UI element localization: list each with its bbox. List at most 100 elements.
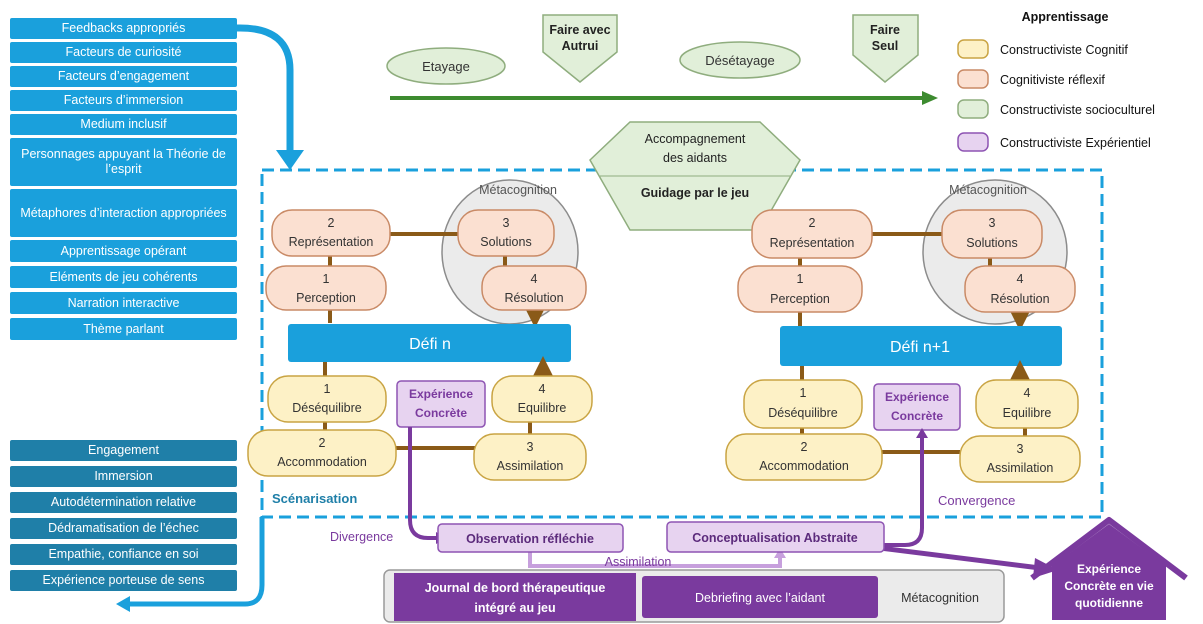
observation-box bbox=[437, 523, 624, 553]
convergence-flow bbox=[880, 434, 924, 547]
svg-text:Perception: Perception bbox=[770, 292, 830, 306]
design-factor-item: Thème parlant bbox=[10, 318, 237, 340]
svg-text:Résolution: Résolution bbox=[990, 292, 1049, 306]
legend-swatch-1 bbox=[957, 39, 989, 59]
return-loop-arrow bbox=[130, 517, 265, 607]
desetayage-ellipse bbox=[679, 41, 801, 79]
accommodation-node-left bbox=[247, 429, 397, 477]
svg-text:1: 1 bbox=[324, 382, 331, 396]
legend-swatch-2 bbox=[957, 69, 989, 89]
outcome-item: Expérience porteuse de sens bbox=[10, 570, 237, 591]
svg-text:des aidants: des aidants bbox=[663, 151, 727, 165]
scenarisation-label: Scénarisation bbox=[272, 491, 357, 506]
svg-text:Constructiviste Expérientiel: Constructiviste Expérientiel bbox=[1000, 136, 1151, 150]
solutions-node-left bbox=[457, 209, 555, 257]
svg-text:Conceptualisation Abstraite: Conceptualisation Abstraite bbox=[692, 531, 858, 545]
svg-text:Déséquilibre: Déséquilibre bbox=[292, 401, 362, 415]
svg-text:Faire: Faire bbox=[870, 23, 900, 37]
legend-swatch-3 bbox=[957, 99, 989, 119]
legend-items: Constructiviste Cognitif Cognitiviste ré… bbox=[957, 39, 1155, 152]
design-factor-item: Métaphores d’interaction appropriées bbox=[10, 189, 237, 237]
representation-node-right bbox=[751, 209, 873, 259]
solutions-node-right bbox=[941, 209, 1043, 259]
outcome-item: Autodétermination relative bbox=[10, 492, 237, 513]
svg-text:Solutions: Solutions bbox=[480, 235, 531, 249]
etayage-ellipse bbox=[386, 47, 506, 85]
svg-text:4: 4 bbox=[1024, 386, 1031, 400]
svg-text:Assimilation: Assimilation bbox=[497, 459, 564, 473]
perception-node-right bbox=[737, 265, 863, 313]
legend-title: Apprentissage bbox=[1022, 10, 1109, 24]
svg-text:Métacognition: Métacognition bbox=[479, 183, 557, 197]
svg-text:Solutions: Solutions bbox=[966, 236, 1017, 250]
svg-text:Seul: Seul bbox=[872, 39, 898, 53]
svg-text:Assimilation: Assimilation bbox=[987, 461, 1054, 475]
svg-text:3: 3 bbox=[1017, 442, 1024, 456]
feedback-loop-arrow bbox=[232, 24, 294, 152]
divergence-label: Divergence bbox=[330, 530, 393, 544]
svg-text:1: 1 bbox=[797, 272, 804, 286]
design-factor-item: Facteurs d’immersion bbox=[10, 90, 237, 111]
design-factor-item: Feedbacks appropriés bbox=[10, 18, 237, 39]
resolution-node-right bbox=[964, 265, 1076, 313]
svg-text:Debriefing avec l’aidant: Debriefing avec l’aidant bbox=[695, 591, 825, 605]
daily-life-flow bbox=[879, 545, 1041, 571]
svg-text:Concrète: Concrète bbox=[891, 409, 943, 423]
svg-text:Constructiviste socioculturel: Constructiviste socioculturel bbox=[1000, 103, 1155, 117]
divergence-flow bbox=[408, 427, 440, 540]
svg-text:Métacognition: Métacognition bbox=[901, 591, 979, 605]
design-factor-item: Facteurs d’engagement bbox=[10, 66, 237, 87]
svg-text:1: 1 bbox=[800, 386, 807, 400]
resolution-node-left bbox=[481, 265, 587, 311]
svg-text:3: 3 bbox=[527, 440, 534, 454]
etayage-label: Etayage bbox=[422, 59, 470, 74]
svg-text:Concrète en vie: Concrète en vie bbox=[1064, 579, 1154, 593]
desequilibre-node-left bbox=[267, 375, 387, 423]
journal-box bbox=[394, 573, 636, 621]
svg-text:2: 2 bbox=[319, 436, 326, 450]
design-factor-item: Personnages appuyant la Théorie de l’esp… bbox=[10, 138, 237, 186]
challenge-bar-left bbox=[288, 324, 571, 362]
design-factor-item: Eléments de jeu cohérents bbox=[10, 266, 237, 288]
svg-text:Cognitiviste réflexif: Cognitiviste réflexif bbox=[1000, 73, 1105, 87]
design-factor-item: Facteurs de curiosité bbox=[10, 42, 237, 63]
perception-node-left bbox=[265, 265, 387, 311]
svg-text:Représentation: Représentation bbox=[770, 236, 855, 250]
debriefing-box bbox=[642, 576, 878, 618]
svg-text:Autrui: Autrui bbox=[562, 39, 599, 53]
desetayage-label: Désétayage bbox=[705, 53, 774, 68]
challenge-bar-right bbox=[780, 326, 1062, 366]
svg-text:Perception: Perception bbox=[296, 291, 356, 305]
svg-text:quotidienne: quotidienne bbox=[1075, 596, 1143, 610]
svg-text:2: 2 bbox=[801, 440, 808, 454]
svg-text:Equilibre: Equilibre bbox=[1003, 406, 1052, 420]
svg-text:Constructiviste Cognitif: Constructiviste Cognitif bbox=[1000, 43, 1128, 57]
svg-text:Faire avec: Faire avec bbox=[549, 23, 610, 37]
faire-seul-marker bbox=[852, 14, 919, 83]
svg-text:Métacognition: Métacognition bbox=[949, 183, 1027, 197]
daily-life-house-icon: Expérience Concrète en vie quotidienne bbox=[1030, 517, 1188, 620]
design-factor-item: Apprentissage opérant bbox=[10, 240, 237, 262]
assimilation-node-left bbox=[473, 433, 587, 481]
design-factor-item: Medium inclusif bbox=[10, 114, 237, 135]
svg-text:Journal de bord thérapeutique: Journal de bord thérapeutique bbox=[425, 581, 606, 595]
svg-text:4: 4 bbox=[1017, 272, 1024, 286]
svg-text:Résolution: Résolution bbox=[504, 291, 563, 305]
svg-text:2: 2 bbox=[328, 216, 335, 230]
experience-concrete-right bbox=[873, 383, 961, 431]
svg-text:3: 3 bbox=[503, 216, 510, 230]
svg-text:2: 2 bbox=[809, 216, 816, 230]
accommodation-node-right bbox=[725, 433, 883, 481]
equilibre-node-left bbox=[491, 375, 593, 423]
equilibre-node-right bbox=[975, 379, 1079, 429]
assimilation-label: Assimilation bbox=[605, 555, 672, 569]
svg-text:Déséquilibre: Déséquilibre bbox=[768, 406, 838, 420]
svg-text:Expérience: Expérience bbox=[409, 387, 473, 401]
faire-avec-marker bbox=[542, 14, 618, 83]
design-factor-item: Narration interactive bbox=[10, 292, 237, 314]
outcome-item: Empathie, confiance en soi bbox=[10, 544, 237, 565]
svg-text:4: 4 bbox=[531, 272, 538, 286]
svg-text:3: 3 bbox=[989, 216, 996, 230]
svg-text:Expérience: Expérience bbox=[885, 390, 949, 404]
